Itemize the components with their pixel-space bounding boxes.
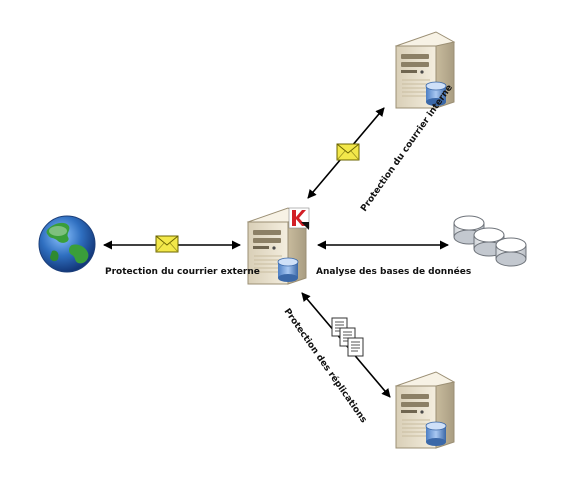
external-envelope-icon — [155, 235, 179, 253]
internal-envelope-icon — [336, 143, 360, 161]
database-stack-icon — [453, 215, 527, 267]
kaspersky-logo-icon — [288, 207, 310, 230]
document-stack-icon — [331, 317, 364, 357]
bottom-server-icon — [395, 371, 455, 449]
db-scan-label: Analyse des bases de données — [316, 266, 471, 277]
replication-label: Protection des réplications — [282, 306, 370, 425]
globe-icon — [38, 215, 96, 273]
external-mail-label: Protection du courrier externe — [105, 267, 260, 277]
